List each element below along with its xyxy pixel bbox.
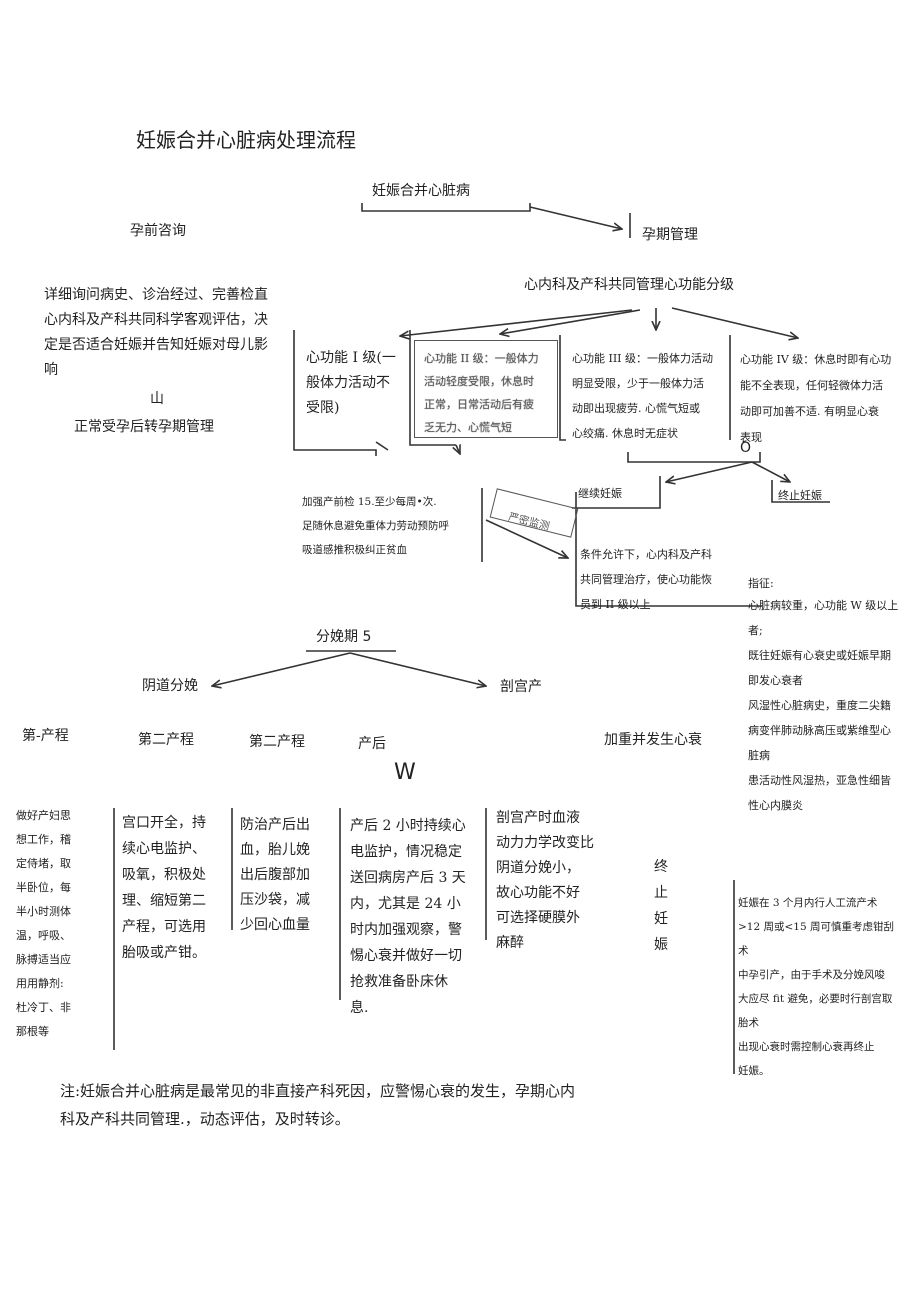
arrow-to-cesarean bbox=[349, 652, 486, 686]
detail-cesarean: 剖宫产时血液 动力力学改变比 阴道分娩小， 故心功能不好 可选择硬膜外 麻醉 bbox=[496, 810, 594, 951]
stage-first: 第-产程 bbox=[22, 728, 69, 744]
root-node: 妊娠合并心脏病 bbox=[372, 183, 470, 199]
vaginal-delivery: 阴道分娩 bbox=[142, 678, 198, 694]
arrow-to-level1 bbox=[400, 309, 633, 336]
pre-pregnancy-label: 孕前咨询 bbox=[130, 223, 186, 239]
terminate-pregnancy: 终止妊娠 bbox=[778, 489, 822, 502]
delivery-label: 分娩期 5 bbox=[316, 629, 372, 645]
arrow-to-level2 bbox=[500, 309, 641, 334]
pre-pregnancy-mark: 山 bbox=[150, 391, 164, 407]
level-3-box: 心功能 III 级：一般体力活动 明显受限，少于一般体力活 动即出现疲劳. 心慌… bbox=[572, 352, 714, 440]
level-2-frame bbox=[414, 340, 558, 438]
detail-second-stage: 宫口开全，持 续心电监护、 吸氧，积极处 理、缩短第二 产程，可选用 胎吸或产钳… bbox=[122, 815, 206, 961]
arrow-to-vaginal bbox=[212, 652, 351, 686]
stage-third: 第二产程 bbox=[249, 734, 305, 750]
root-bracket bbox=[361, 203, 531, 212]
detail-first-stage: 做好产妇思 想工作，稽 定侍堵，取 半卧位，每 半小时测体 温，呼吸、 脉搏适当… bbox=[16, 809, 71, 1038]
arrow-level2-down bbox=[456, 445, 460, 454]
level-4-box: 心功能 IV 级：休息时即有心功 能不全表现，任何轻微体力活 动即可加善不适. … bbox=[740, 353, 892, 444]
pre-pregnancy-text: 详细询问病史、诊治经过、完善检直 心内科及产科共同科学客观评估，决 定是否适合妊… bbox=[44, 287, 268, 378]
function-grading: 心内科及产科共同管理心功能分级 bbox=[524, 277, 734, 293]
prenatal-care-text: 加强产前检 15.至少每周•次. 足随休息避免重体力劳动预防呼 吸道感推积极纠正… bbox=[302, 496, 449, 556]
pregnancy-management: 孕期管理 bbox=[642, 227, 698, 243]
detail-terminate: 终 止 妊 娠 bbox=[654, 859, 668, 953]
arrow-root-to-pregnancy bbox=[529, 206, 622, 229]
level-1-box: 心功能 I 级(一 般体力活动不 受限) bbox=[306, 350, 396, 416]
stage-heart-failure: 加重并发生心衰 bbox=[604, 732, 702, 748]
arrow-to-terminate bbox=[751, 461, 790, 482]
indications-text: 心脏病较重，心功能 W 级以上 者; 既往妊娠有心衰史或妊娠早期 即发心衰者 风… bbox=[748, 599, 899, 812]
pre-pregnancy-next: 正常受孕后转孕期管理 bbox=[74, 419, 214, 435]
stage-second: 第二产程 bbox=[138, 732, 194, 748]
arrow-monitor bbox=[485, 519, 568, 558]
detail-postpartum: 产后 2 小时持续心 电监护，情况稳定 送回病房产后 3 天 内，尤其是 24 … bbox=[350, 818, 466, 1016]
page-title: 妊娠合并心脏病处理流程 bbox=[136, 128, 356, 152]
conditional-treatment-text: 条件允许下，心内科及产科 共同管理治疗，使心功能恢 员到 II 级以上 bbox=[580, 548, 712, 611]
stage-postpartum: 产后 bbox=[358, 736, 386, 752]
detail-third-stage: 防治产后出 血，胎儿娩 出后腹部加 压沙袋，减 少回心血量 bbox=[240, 817, 310, 933]
arrow-to-level4 bbox=[671, 307, 798, 338]
level-2-box: 心功能 II 级：一般体力 活动轻度受限，休息时 正常，日常活动后有疲 乏无力、… bbox=[424, 352, 539, 434]
arrow-to-continue bbox=[666, 461, 753, 482]
w-mark: W bbox=[394, 760, 416, 785]
indications-title: 指征: bbox=[748, 577, 774, 590]
arrow-level1-down bbox=[375, 441, 389, 451]
continue-pregnancy: 继续妊娠 bbox=[578, 487, 622, 500]
footnote: 注:妊娠合并心脏病是最常见的非直接产科死因，应警惕心衰的发生，孕期心内 科及产科… bbox=[60, 1082, 576, 1128]
level-4-mark: O bbox=[740, 440, 752, 456]
early-termination-text: 妊娠在 3 个月内行人工流产术 >12 周或<15 周可慎重考虑钳刮 术 中孕引… bbox=[738, 897, 894, 1077]
cesarean-delivery: 剖宫产 bbox=[500, 679, 542, 695]
